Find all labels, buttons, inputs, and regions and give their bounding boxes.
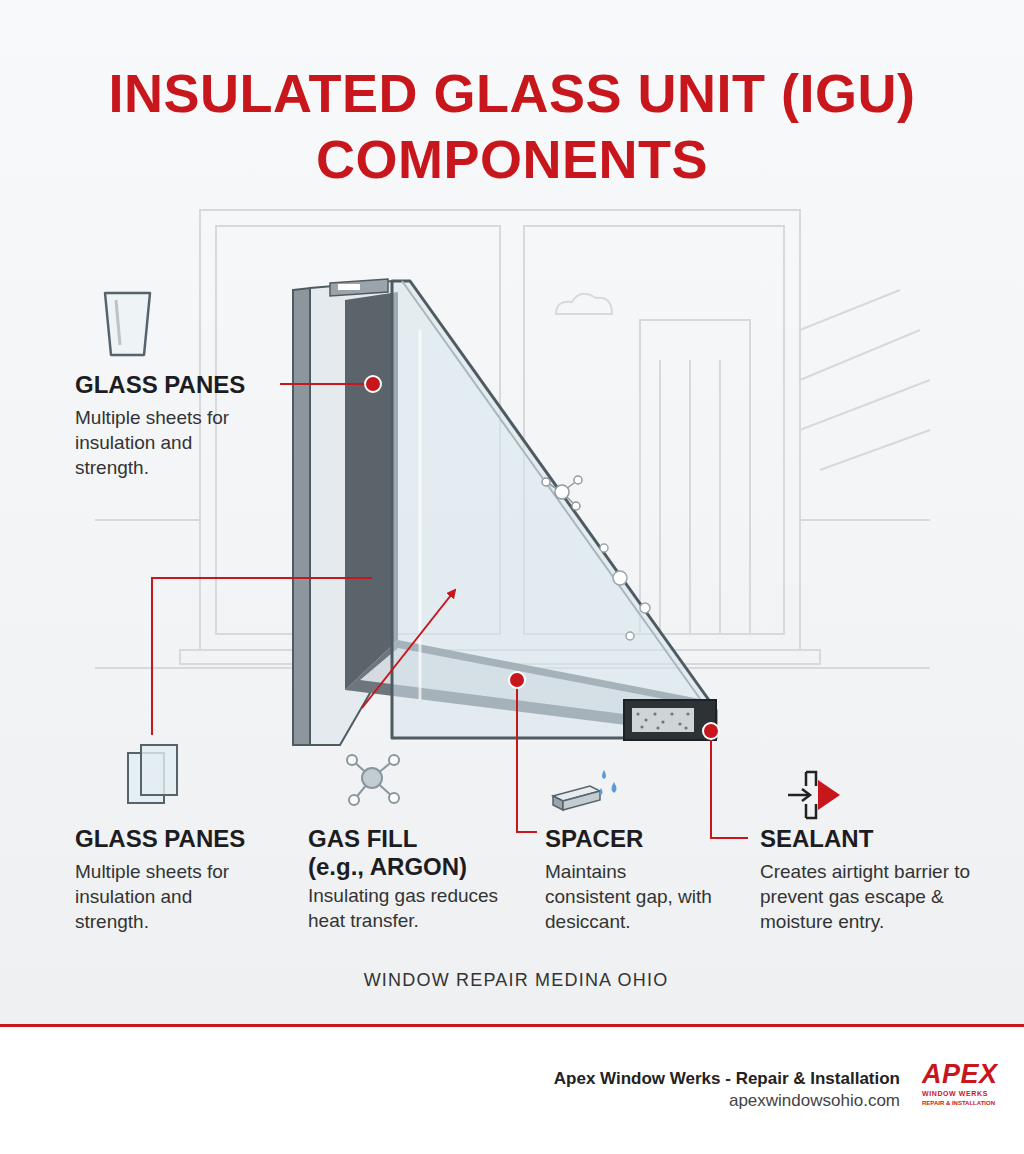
atom [349,795,359,805]
front-pane [392,281,716,738]
atom [362,768,382,788]
drop [602,770,606,779]
dot [661,720,664,723]
city-lines [800,290,930,470]
cloud [556,294,612,314]
pane-edge-highlight [402,281,708,710]
dot [686,712,689,715]
bubble [640,603,650,613]
atom [389,793,399,803]
city-line [659,360,661,634]
callout-dot [703,723,719,739]
spacer-icon-side [553,796,563,810]
part-description: Creates airtight barrier to prevent gas … [760,859,1000,934]
dot [644,718,647,721]
company-website: apexwindowsohio.com [729,1090,900,1111]
atom [574,476,582,484]
top-spacer [330,279,388,296]
spacer-icon [553,770,617,810]
part-name: GLASS PANES [75,371,245,399]
footer-rule [0,1024,1024,1027]
bubble [613,571,627,585]
cup-icon [105,293,150,355]
side-spacer [345,292,398,690]
glass-unit [293,279,716,745]
callout-dot [509,672,525,688]
top-spacer-highlight [338,284,360,290]
sealant-icon [788,772,840,818]
dot [640,725,643,728]
panes-icon [128,745,177,803]
spacer-icon-front [563,791,600,810]
sealant-arrow-head [802,789,810,801]
pane-icon [141,745,177,795]
logo-subtext: REPAIR & INSTALLATION [922,1099,995,1107]
leader-line [517,686,537,832]
wall-line [95,519,200,521]
dot [670,712,673,715]
atom [347,755,357,765]
dot [656,726,659,729]
leader-line [711,737,748,838]
part-description: Insulating gas reduces heat transfer. [308,883,520,933]
part-name: GAS FILL (e.g., ARGON) [308,825,508,881]
company-name: Apex Window Werks - Repair & Installatio… [554,1068,900,1089]
leader-lines [152,384,748,838]
leader-line [280,383,366,385]
atom [389,755,399,765]
part-description: Multiple sheets for insulation and stren… [75,859,265,934]
atom [572,502,580,510]
leader-line [152,578,372,735]
dot [678,722,681,725]
bubble [626,632,634,640]
glass-icon [105,293,150,355]
gas-bubbles [600,544,650,640]
part-name: SEALANT [760,825,873,853]
sealant-wedge [818,780,840,810]
glass-icon-shine [116,300,120,345]
dot [684,726,687,729]
part-description: Multiple sheets for insulation and stren… [75,405,265,480]
city-line [689,360,691,634]
callout-dot [365,376,381,392]
dot [636,712,639,715]
atom [555,485,569,499]
drop [600,788,603,795]
diagram-title: INSULATED GLASS UNIT (IGU) COMPONENTS [102,60,922,192]
callout-dots [365,376,719,739]
glass-shine [419,330,422,700]
city-line [719,360,721,634]
part-name: GLASS PANES [75,825,245,853]
rear-pane-edge [293,288,310,745]
desiccant-dots [636,712,689,729]
atom [542,478,550,486]
wall-line [800,519,930,521]
part-name: SPACER [545,825,643,853]
dot [653,712,656,715]
sealant-arrow [788,794,808,797]
part-description: Maintains consistent gap, with desiccant… [545,859,715,934]
logo-text: APEX [922,1060,998,1088]
logo-subtext: WINDOW WERKS [922,1089,988,1098]
wrap-spacer [446,825,508,827]
spacer-section [624,700,716,740]
gas-arrow [362,590,455,708]
gas-molecule [542,476,582,510]
molecule-icon [347,755,399,805]
city-building [640,320,750,634]
desiccant [632,708,694,732]
bubble [600,544,608,552]
caption-note: WINDOW REPAIR MEDINA OHIO [4,969,1024,991]
drop [612,782,617,793]
